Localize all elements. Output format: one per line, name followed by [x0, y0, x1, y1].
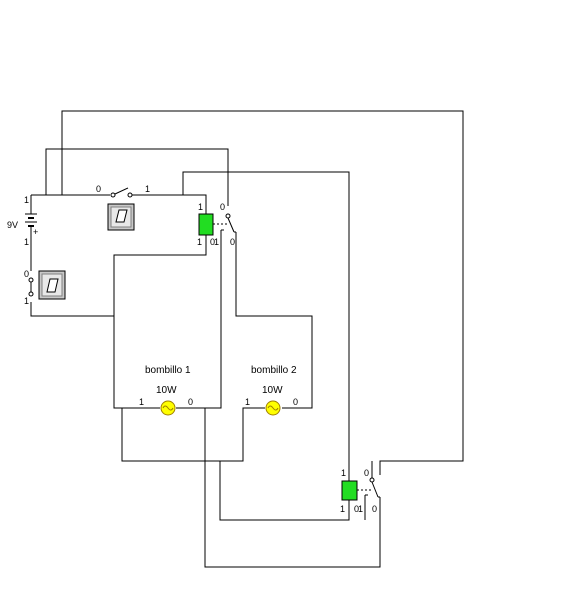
bulb-2-name: bombillo 2 [251, 365, 297, 376]
relay-2[interactable]: 1 1 0 0 1 0 [340, 461, 381, 514]
relay-2-coil-top: 1 [341, 468, 346, 478]
relay-2-coil-bottom-right: 0 [354, 504, 359, 514]
bulb-2-power: 10W [262, 385, 283, 396]
switch-top[interactable]: 0 1 [96, 184, 150, 198]
switch-top-terminal-right [127, 192, 133, 198]
battery: 9V + 1 [7, 207, 38, 247]
relay-1-coil [198, 213, 214, 236]
wire-top-rail-right [132, 194, 207, 214]
switch-left-pin-top: 0 [24, 269, 29, 279]
relay-1-coil-top: 1 [198, 202, 203, 212]
bulb-1-power: 10W [156, 385, 177, 396]
wire-relay1-contact-right [235, 240, 313, 409]
wire-relay1-coil-bottom [113, 235, 207, 409]
relay-1-contact-left: 1 [214, 237, 219, 247]
battery-label: 9V [7, 220, 18, 230]
wire-relay1-to-relay2-coil [182, 171, 350, 481]
switch-top-blade [114, 187, 129, 195]
relay-1-coil-bottom-right: 0 [210, 237, 215, 247]
bulb-1-name: bombillo 1 [145, 365, 191, 376]
wire-left-rail-bottom [30, 302, 114, 317]
switch-left[interactable]: 0 1 [24, 269, 34, 306]
bulb-1[interactable]: bombillo 1 10W 1 0 [139, 365, 205, 416]
bulb-2[interactable]: bombillo 2 10W 1 0 [245, 365, 298, 416]
wire-relay1-contact-left [176, 240, 222, 409]
wires [30, 110, 464, 568]
bulb-2-pin-right: 0 [293, 397, 298, 407]
toggle-switch-left-icon[interactable] [38, 270, 66, 300]
toggle-switch-top-icon[interactable] [107, 203, 135, 231]
relay-2-blade [371, 481, 379, 498]
battery-pin-top: 1 [24, 195, 29, 205]
relay-2-contact-right: 0 [372, 504, 377, 514]
bulb-1-pin-left: 1 [139, 397, 144, 407]
bulb-1-pin-right: 0 [188, 397, 193, 407]
relay-1-coil-bottom-left: 1 [197, 237, 202, 247]
relay-1-contact-top: 0 [220, 202, 225, 212]
relay-2-coil [341, 480, 358, 501]
relay-2-contact-left: 1 [358, 504, 363, 514]
relay-2-contact-top: 0 [364, 468, 369, 478]
switch-top-pin-left: 0 [96, 184, 101, 194]
wire-top-2 [45, 148, 229, 206]
switch-top-pin-right: 1 [145, 184, 150, 194]
relay-2-coil-bottom-left: 1 [340, 504, 345, 514]
battery-pin-bottom: 1 [24, 237, 29, 247]
relay-1-blade [227, 217, 235, 233]
battery-plus: + [33, 227, 38, 237]
bulb-2-pin-left: 1 [245, 397, 250, 407]
relay-1-contact-right: 0 [230, 237, 235, 247]
switch-left-pin-bottom: 1 [24, 296, 29, 306]
wire-outer-loop [61, 110, 464, 475]
relay-1[interactable]: 1 1 0 0 1 0 [197, 202, 237, 247]
switch-top-terminal-left [110, 192, 116, 198]
wire-bulb2-left [121, 407, 265, 462]
wire-bottom-loop [204, 461, 381, 568]
wire-to-relay2-coil-bottom [204, 408, 350, 521]
